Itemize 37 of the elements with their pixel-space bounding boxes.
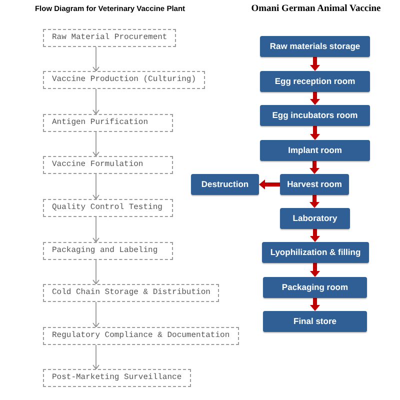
arrow — [92, 302, 100, 328]
arrow — [310, 92, 320, 105]
dashed-process-box: Vaccine Production (Culturing) — [43, 71, 206, 89]
dashed-process-box: Cold Chain Storage & Distribution — [43, 284, 220, 302]
arrow — [310, 195, 320, 208]
process-box: Packaging room — [263, 277, 367, 298]
dashed-process-box: Regulatory Compliance & Documentation — [43, 327, 239, 345]
arrow — [92, 174, 100, 200]
dashed-process-box: Quality Control Testing — [43, 199, 173, 217]
dashed-process-box: Raw Material Procurement — [43, 29, 176, 47]
arrow — [92, 88, 100, 114]
section-title: Omani German Animal Vaccine — [250, 4, 382, 16]
arrow — [92, 132, 100, 156]
dashed-process-box: Packaging and Labeling — [43, 242, 173, 260]
arrow — [92, 344, 100, 370]
process-box: Harvest room — [280, 174, 349, 195]
arrow — [310, 126, 320, 140]
arrow — [92, 46, 100, 72]
process-box: Laboratory — [280, 208, 350, 229]
process-box: Destruction — [191, 174, 259, 195]
arrow — [310, 298, 320, 311]
arrow — [92, 260, 100, 284]
arrow — [259, 180, 280, 190]
process-box: Lyophilization & filling — [262, 242, 369, 263]
process-box: Raw materials storage — [260, 36, 370, 57]
arrow — [310, 263, 320, 277]
arrow — [92, 216, 100, 242]
dashed-process-box: Vaccine Formulation — [43, 156, 173, 174]
process-box: Implant room — [260, 140, 370, 161]
arrow — [310, 57, 320, 71]
process-box: Egg reception room — [260, 71, 370, 92]
dashed-process-box: Antigen Purification — [43, 114, 173, 132]
process-box: Final store — [263, 311, 367, 332]
arrow — [310, 229, 320, 242]
arrow — [310, 161, 320, 174]
dashed-process-box: Post-Marketing Surveillance — [43, 369, 191, 387]
process-box: Egg incubators room — [260, 105, 370, 126]
